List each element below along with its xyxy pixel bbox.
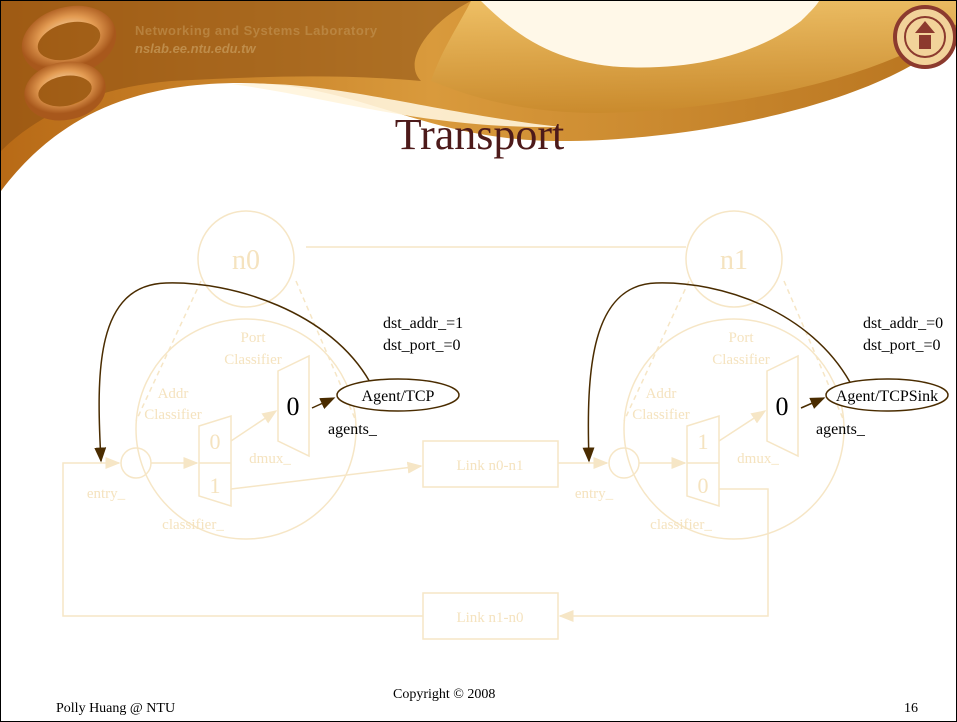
- diagram-dark-labels: 0 0 Agent/TCP Agent/TCPSink agents_ agen…: [287, 315, 944, 438]
- agent-tcpsink-label: Agent/TCPSink: [836, 388, 938, 405]
- port-slot-0: 0: [287, 392, 300, 421]
- node-n1-label: n1: [720, 245, 748, 276]
- port-classifier-label-line1: Port: [240, 330, 266, 346]
- dst-port-label: dst_port_=0: [383, 337, 460, 354]
- dmux-label: dmux_: [249, 451, 291, 467]
- footer-author: Polly Huang @ NTU: [56, 701, 175, 717]
- dst-addr-label: dst_addr_=1: [383, 315, 463, 332]
- entry-label: entry_: [575, 486, 614, 502]
- dst-addr-label: dst_addr_=0: [863, 315, 943, 332]
- addr-classifier-label-line1: Addr: [158, 386, 189, 402]
- dmux-label: dmux_: [737, 451, 779, 467]
- agents-label: agents_: [328, 421, 378, 438]
- link-n1-n0-label: Link n1-n0: [456, 610, 523, 626]
- port-classifier-label-line2: Classifier: [712, 352, 770, 368]
- dst-port-label: dst_port_=0: [863, 337, 940, 354]
- addr-slot-1: 1: [698, 429, 709, 454]
- addr-slot-0: 0: [698, 473, 709, 498]
- addr-classifier-label-line2: Classifier: [144, 407, 202, 423]
- link-n0-n1-label: Link n0-n1: [456, 458, 523, 474]
- footer-copyright: Copyright © 2008: [393, 687, 495, 703]
- port-slot-0: 0: [776, 392, 789, 421]
- port-classifier-label-line1: Port: [728, 330, 754, 346]
- addr-slot-0: 0: [210, 429, 221, 454]
- diagram-faint-labels: n0 n1 Port Classifier Addr Classifier 0 …: [87, 245, 779, 626]
- page-number: 16: [904, 701, 918, 717]
- university-seal: [895, 7, 955, 67]
- agents-label: agents_: [816, 421, 866, 438]
- node-n0-label: n0: [232, 245, 260, 276]
- agent-tcp-label: Agent/TCP: [362, 388, 435, 405]
- entry-label: entry_: [87, 486, 126, 502]
- slide-title: Transport: [1, 109, 957, 160]
- lab-url: nslab.ee.ntu.edu.tw: [135, 41, 256, 56]
- port-classifier-label-line2: Classifier: [224, 352, 282, 368]
- addr-slot-1: 1: [210, 473, 221, 498]
- lab-name: Networking and Systems Laboratory: [135, 23, 378, 38]
- classifier-label: classifier_: [650, 517, 712, 533]
- addr-classifier-label-line2: Classifier: [632, 407, 690, 423]
- addr-classifier-label-line1: Addr: [646, 386, 677, 402]
- classifier-label: classifier_: [162, 517, 224, 533]
